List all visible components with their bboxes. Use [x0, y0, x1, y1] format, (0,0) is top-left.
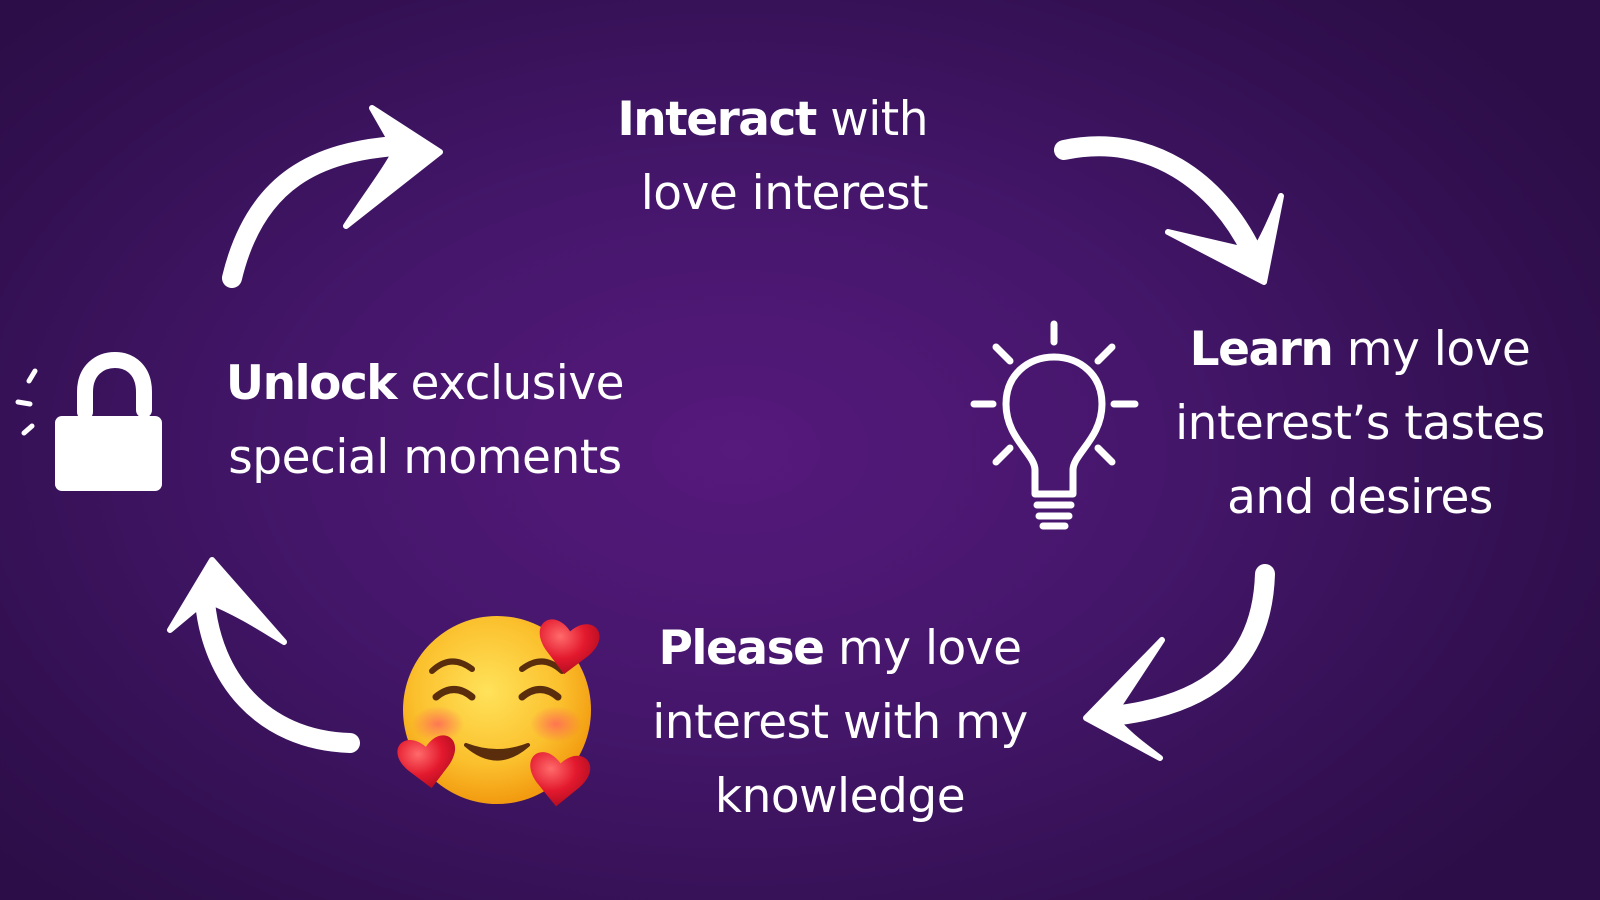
- step-unlock-line-2: special moments: [228, 430, 622, 485]
- curved-arrow-icon: [1083, 564, 1275, 761]
- smiling-face-with-hearts-icon: [397, 616, 600, 807]
- step-interact-text: with: [830, 92, 928, 147]
- step-please-text: my love: [837, 621, 1022, 676]
- step-learn-line-2: interest’s tastes: [1175, 396, 1545, 451]
- step-unlock-line-1: Unlock exclusive: [185, 347, 665, 421]
- step-learn-line-1: Learn my love: [1125, 313, 1595, 387]
- step-please-line-2: interest with my: [652, 695, 1028, 750]
- step-learn-text: my love: [1346, 322, 1531, 377]
- step-learn-line-3: and desires: [1227, 470, 1493, 525]
- lightbulb-icon: [970, 320, 1139, 530]
- step-please-line-1: Please my love: [600, 612, 1080, 686]
- curved-arrow-icon: [167, 557, 360, 753]
- curved-arrow-icon: [1054, 136, 1284, 285]
- step-unlock-label: Unlock exclusive special moments: [185, 347, 665, 495]
- unlocked-padlock-icon: [15, 351, 162, 491]
- step-interact-keyword: Interact: [617, 92, 817, 147]
- step-please-keyword: Please: [658, 621, 825, 676]
- step-learn-keyword: Learn: [1189, 322, 1334, 377]
- step-interact-line-1: Interact with: [478, 83, 928, 157]
- step-interact-label: Interact with love interest: [478, 83, 928, 231]
- step-interact-line-2: love interest: [640, 166, 929, 221]
- step-please-line-3: knowledge: [714, 769, 966, 824]
- step-please-label: Please my love interest with my knowledg…: [600, 612, 1080, 834]
- step-unlock-keyword: Unlock: [225, 356, 398, 411]
- step-learn-label: Learn my love interest’s tastes and desi…: [1125, 313, 1595, 535]
- curved-arrow-icon: [222, 105, 443, 288]
- step-unlock-text: exclusive: [410, 356, 625, 411]
